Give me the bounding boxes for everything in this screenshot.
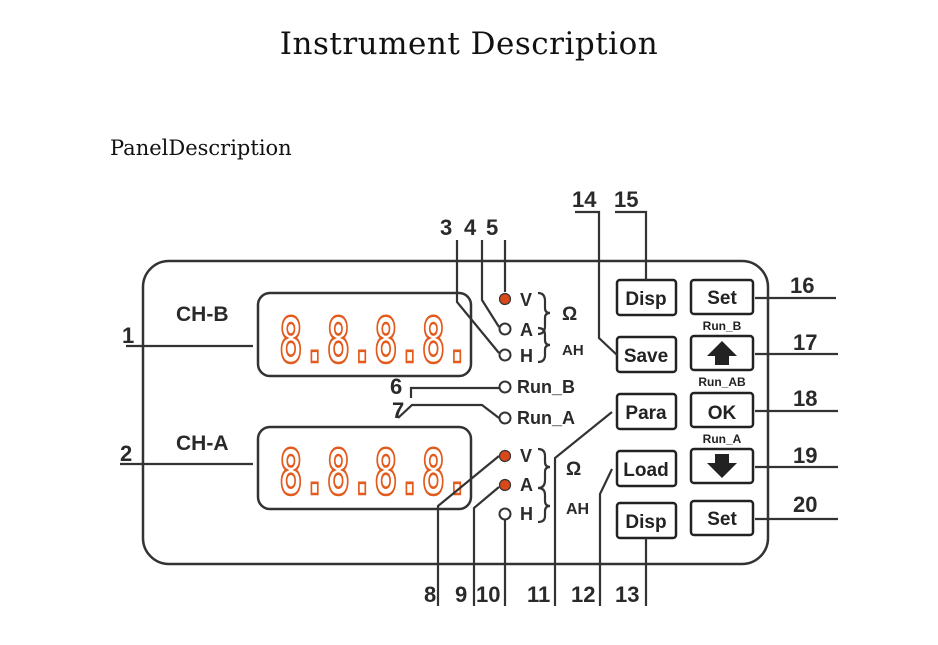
label-b-ohm: Ω [562,304,577,325]
callout-17: 17 [793,330,817,355]
channel-a-label: CH-A [176,432,229,455]
callout-20: 20 [793,492,817,517]
para-label: Para [625,403,667,424]
callout-1: 1 [122,323,134,348]
page-title: Instrument Description [279,26,659,62]
callout-12: 12 [571,582,595,607]
disp-bottom-button[interactable]: Disp [615,501,678,540]
down-button[interactable] [689,447,755,485]
load-label: Load [623,460,668,481]
sublabel-run-a: Run_A [703,432,742,446]
label-b-h: H [520,346,533,366]
led-a-v [498,449,512,463]
callout-4: 4 [464,215,477,240]
callout-9: 9 [455,582,467,607]
label-a-ah: AH [566,501,589,518]
set-bottom-label: Set [707,509,737,530]
label-a-a: A [520,475,533,495]
callout-15: 15 [614,187,638,212]
led-run-a [498,411,512,425]
led-a-h [498,507,512,521]
disp-top-button[interactable]: Disp [615,278,678,317]
callout-3: 3 [440,215,452,240]
set-bottom-button[interactable]: Set [689,499,755,537]
ok-label: OK [708,403,737,424]
label-run-a: Run_A [517,408,575,428]
led-run-b [498,380,512,394]
callout-10: 10 [476,582,500,607]
label-b-ah: AH [562,342,584,359]
sublabel-run-ab: Run_AB [698,375,746,389]
led-b-a [498,322,512,336]
sublabel-run-b: Run_B [703,319,742,333]
callout-2: 2 [120,441,132,466]
disp-top-label: Disp [625,289,666,310]
label-a-v: V [520,446,532,466]
callout-6: 6 [390,374,402,399]
arrow-up-icon [707,341,737,365]
brace-b-ah [537,326,551,364]
callout-16: 16 [790,273,814,298]
label-a-ohm: Ω [566,459,581,480]
callout-5: 5 [486,215,498,240]
leader-lines [120,210,838,606]
up-button[interactable] [689,334,755,372]
set-top-button[interactable]: Set [689,278,755,316]
channel-b-display-frame [256,291,473,378]
section-title: PanelDescription [110,136,292,160]
callout-19: 19 [793,443,817,468]
channel-a-display-frame [256,425,473,511]
label-a-h: H [520,504,533,524]
led-a-a [498,478,512,492]
label-b-a: A [520,320,533,340]
callout-13: 13 [615,582,639,607]
arrow-down-icon [707,454,737,478]
callout-11: 11 [527,582,550,607]
label-run-b: Run_B [517,377,575,397]
set-top-label: Set [707,288,737,309]
ok-button[interactable]: OK [689,391,755,429]
callout-18: 18 [793,386,817,411]
channel-a-display: 8.8.8.8. [279,436,469,509]
channel-b-label: CH-B [176,303,229,326]
callout-7: 7 [392,398,404,423]
panel-outline [141,259,770,566]
para-button[interactable]: Para [615,392,678,431]
save-button[interactable]: Save [615,335,678,374]
led-b-v [498,292,512,306]
led-b-h [498,348,512,362]
brace-a-ohm [537,447,551,490]
callout-14: 14 [572,187,597,212]
channel-b-display: 8.8.8.8. [279,304,469,377]
callout-8: 8 [424,582,436,607]
disp-bottom-label: Disp [625,512,666,533]
save-label: Save [624,346,668,367]
brace-a-ah [537,486,551,524]
label-b-v: V [520,290,532,310]
load-button[interactable]: Load [615,449,678,488]
